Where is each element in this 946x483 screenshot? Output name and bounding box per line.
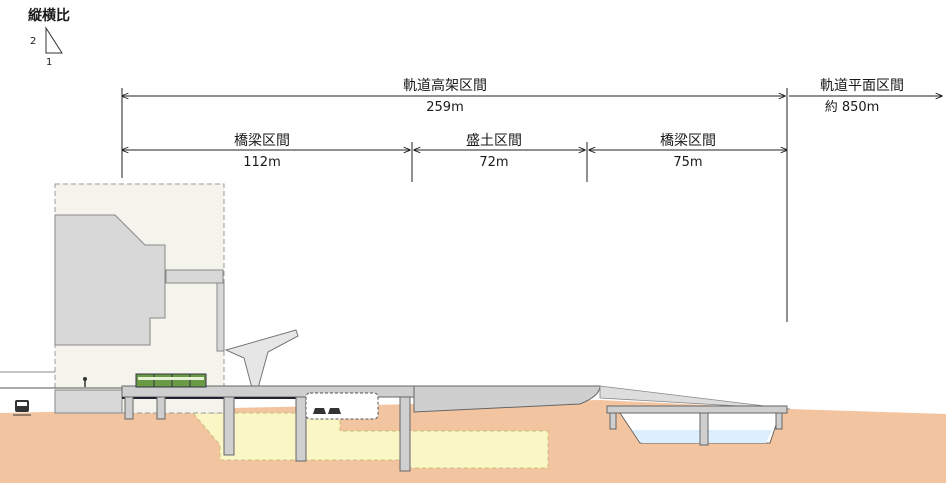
pier-1 <box>124 396 134 420</box>
surface-ramp <box>599 385 791 410</box>
span-surface-label: 軌道平面区間 <box>820 78 904 94</box>
car-icon <box>328 408 341 414</box>
span-bridge1-length: 112m <box>243 155 280 170</box>
building-base <box>54 389 123 414</box>
station-canopy <box>224 329 299 389</box>
bridge2-pier <box>699 412 709 446</box>
legend-vertical: 2 <box>30 36 36 47</box>
legend-horizontal: 1 <box>46 57 52 68</box>
building-block <box>54 214 166 346</box>
person-icon <box>83 377 87 381</box>
pier-5 <box>399 396 411 472</box>
underground-area <box>191 412 549 469</box>
span-bridge2-length: 75m <box>673 155 702 170</box>
slope-triangle-icon <box>45 26 63 54</box>
building-canopy <box>165 269 224 284</box>
pier-4 <box>295 396 307 462</box>
tram-icon <box>135 373 207 388</box>
span-bridge1-label: 橋梁区間 <box>234 133 290 149</box>
span-elevated-length: 259m <box>426 100 463 115</box>
span-embankment-length: 72m <box>479 155 508 170</box>
span-embankment-label: 盛土区間 <box>466 133 522 149</box>
tram-windows <box>138 377 204 380</box>
road-tunnel <box>305 392 379 420</box>
building-column <box>216 282 225 352</box>
span-surface-length: 約 850m <box>825 100 880 115</box>
train-window <box>17 402 27 406</box>
span-bridge2-label: 橋梁区間 <box>660 133 716 149</box>
bridge2-abutment-left <box>609 412 617 430</box>
legend-title: 縦横比 <box>28 7 70 24</box>
bridge2-deck <box>606 405 788 414</box>
car-icon <box>313 408 326 414</box>
span-elevated-label: 軌道高架区間 <box>403 77 487 94</box>
bridge2-abutment-right <box>775 412 783 430</box>
pier-3 <box>223 396 235 456</box>
pier-2 <box>156 396 166 420</box>
